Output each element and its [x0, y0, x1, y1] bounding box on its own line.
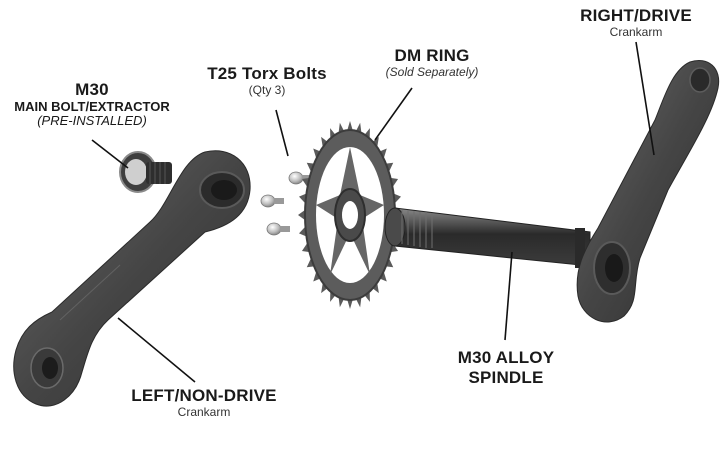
leader-right-drive	[635, 41, 655, 156]
dm-ring-note: (Sold Separately)	[385, 64, 479, 79]
spindle-label: M30 ALLOY SPINDLE	[422, 348, 590, 387]
m30-subtitle: MAIN BOLT/EXTRACTOR	[14, 98, 170, 114]
right-drive-title: RIGHT/DRIVE	[580, 6, 692, 25]
chainring-tooth	[364, 291, 370, 302]
chainring-tooth	[364, 128, 370, 139]
torx-label: T25 Torx Bolts (Qty 3)	[192, 64, 342, 97]
chainring-tooth	[313, 148, 321, 159]
chainring-icon	[298, 121, 402, 309]
chainring-tooth	[385, 162, 394, 173]
chainring-tooth	[330, 291, 336, 302]
spindle-title-line1: M30 ALLOY	[457, 348, 555, 367]
right-drive-label: RIGHT/DRIVE Crankarm	[566, 6, 706, 39]
chainring-tooth	[385, 257, 394, 268]
chainring-tooth	[379, 148, 387, 159]
chainring-tooth	[330, 128, 336, 139]
m30-note: (PRE-INSTALLED)	[37, 113, 147, 129]
leader-dm-ring	[374, 87, 413, 141]
torx-bolt-icon	[260, 171, 312, 236]
leader-lines	[91, 41, 655, 383]
chainring-tooth	[313, 271, 321, 282]
chainring-tooth	[306, 257, 315, 268]
dm-ring-label: DM RING (Sold Separately)	[360, 46, 504, 79]
chainring-tooth	[379, 271, 387, 282]
leader-spindle	[504, 251, 513, 341]
chainring-tooth	[321, 282, 328, 294]
chainring-tooth	[372, 282, 379, 294]
chainring-tooth	[347, 121, 353, 131]
m30-label: M30 MAIN BOLT/EXTRACTOR (PRE-INSTALLED)	[0, 80, 184, 129]
leader-m30	[91, 139, 129, 169]
torx-note: (Qty 3)	[248, 82, 286, 97]
right-crankarm-icon	[576, 60, 720, 323]
left-crankarm-icon	[13, 150, 251, 407]
left-non-drive-note: Crankarm	[177, 404, 231, 419]
spindle-title-line2: SPINDLE	[468, 367, 544, 387]
chainring-tooth	[321, 136, 328, 148]
dm-ring-title: DM RING	[394, 46, 470, 65]
chainring-tooth	[372, 136, 379, 148]
chainring-tooth	[298, 209, 306, 221]
torx-title: T25 Torx Bolts	[207, 64, 327, 83]
leader-left-non-drive	[117, 317, 196, 383]
right-drive-note: Crankarm	[609, 24, 663, 39]
chainring-tooth	[347, 299, 353, 309]
main-bolt-icon	[119, 151, 172, 193]
chainring-tooth	[306, 162, 315, 173]
leader-torx	[275, 109, 289, 157]
left-non-drive-label: LEFT/NON-DRIVE Crankarm	[118, 386, 290, 419]
left-non-drive-title: LEFT/NON-DRIVE	[131, 386, 277, 405]
m30-title: M30	[75, 80, 109, 99]
spindle-icon	[384, 207, 591, 268]
